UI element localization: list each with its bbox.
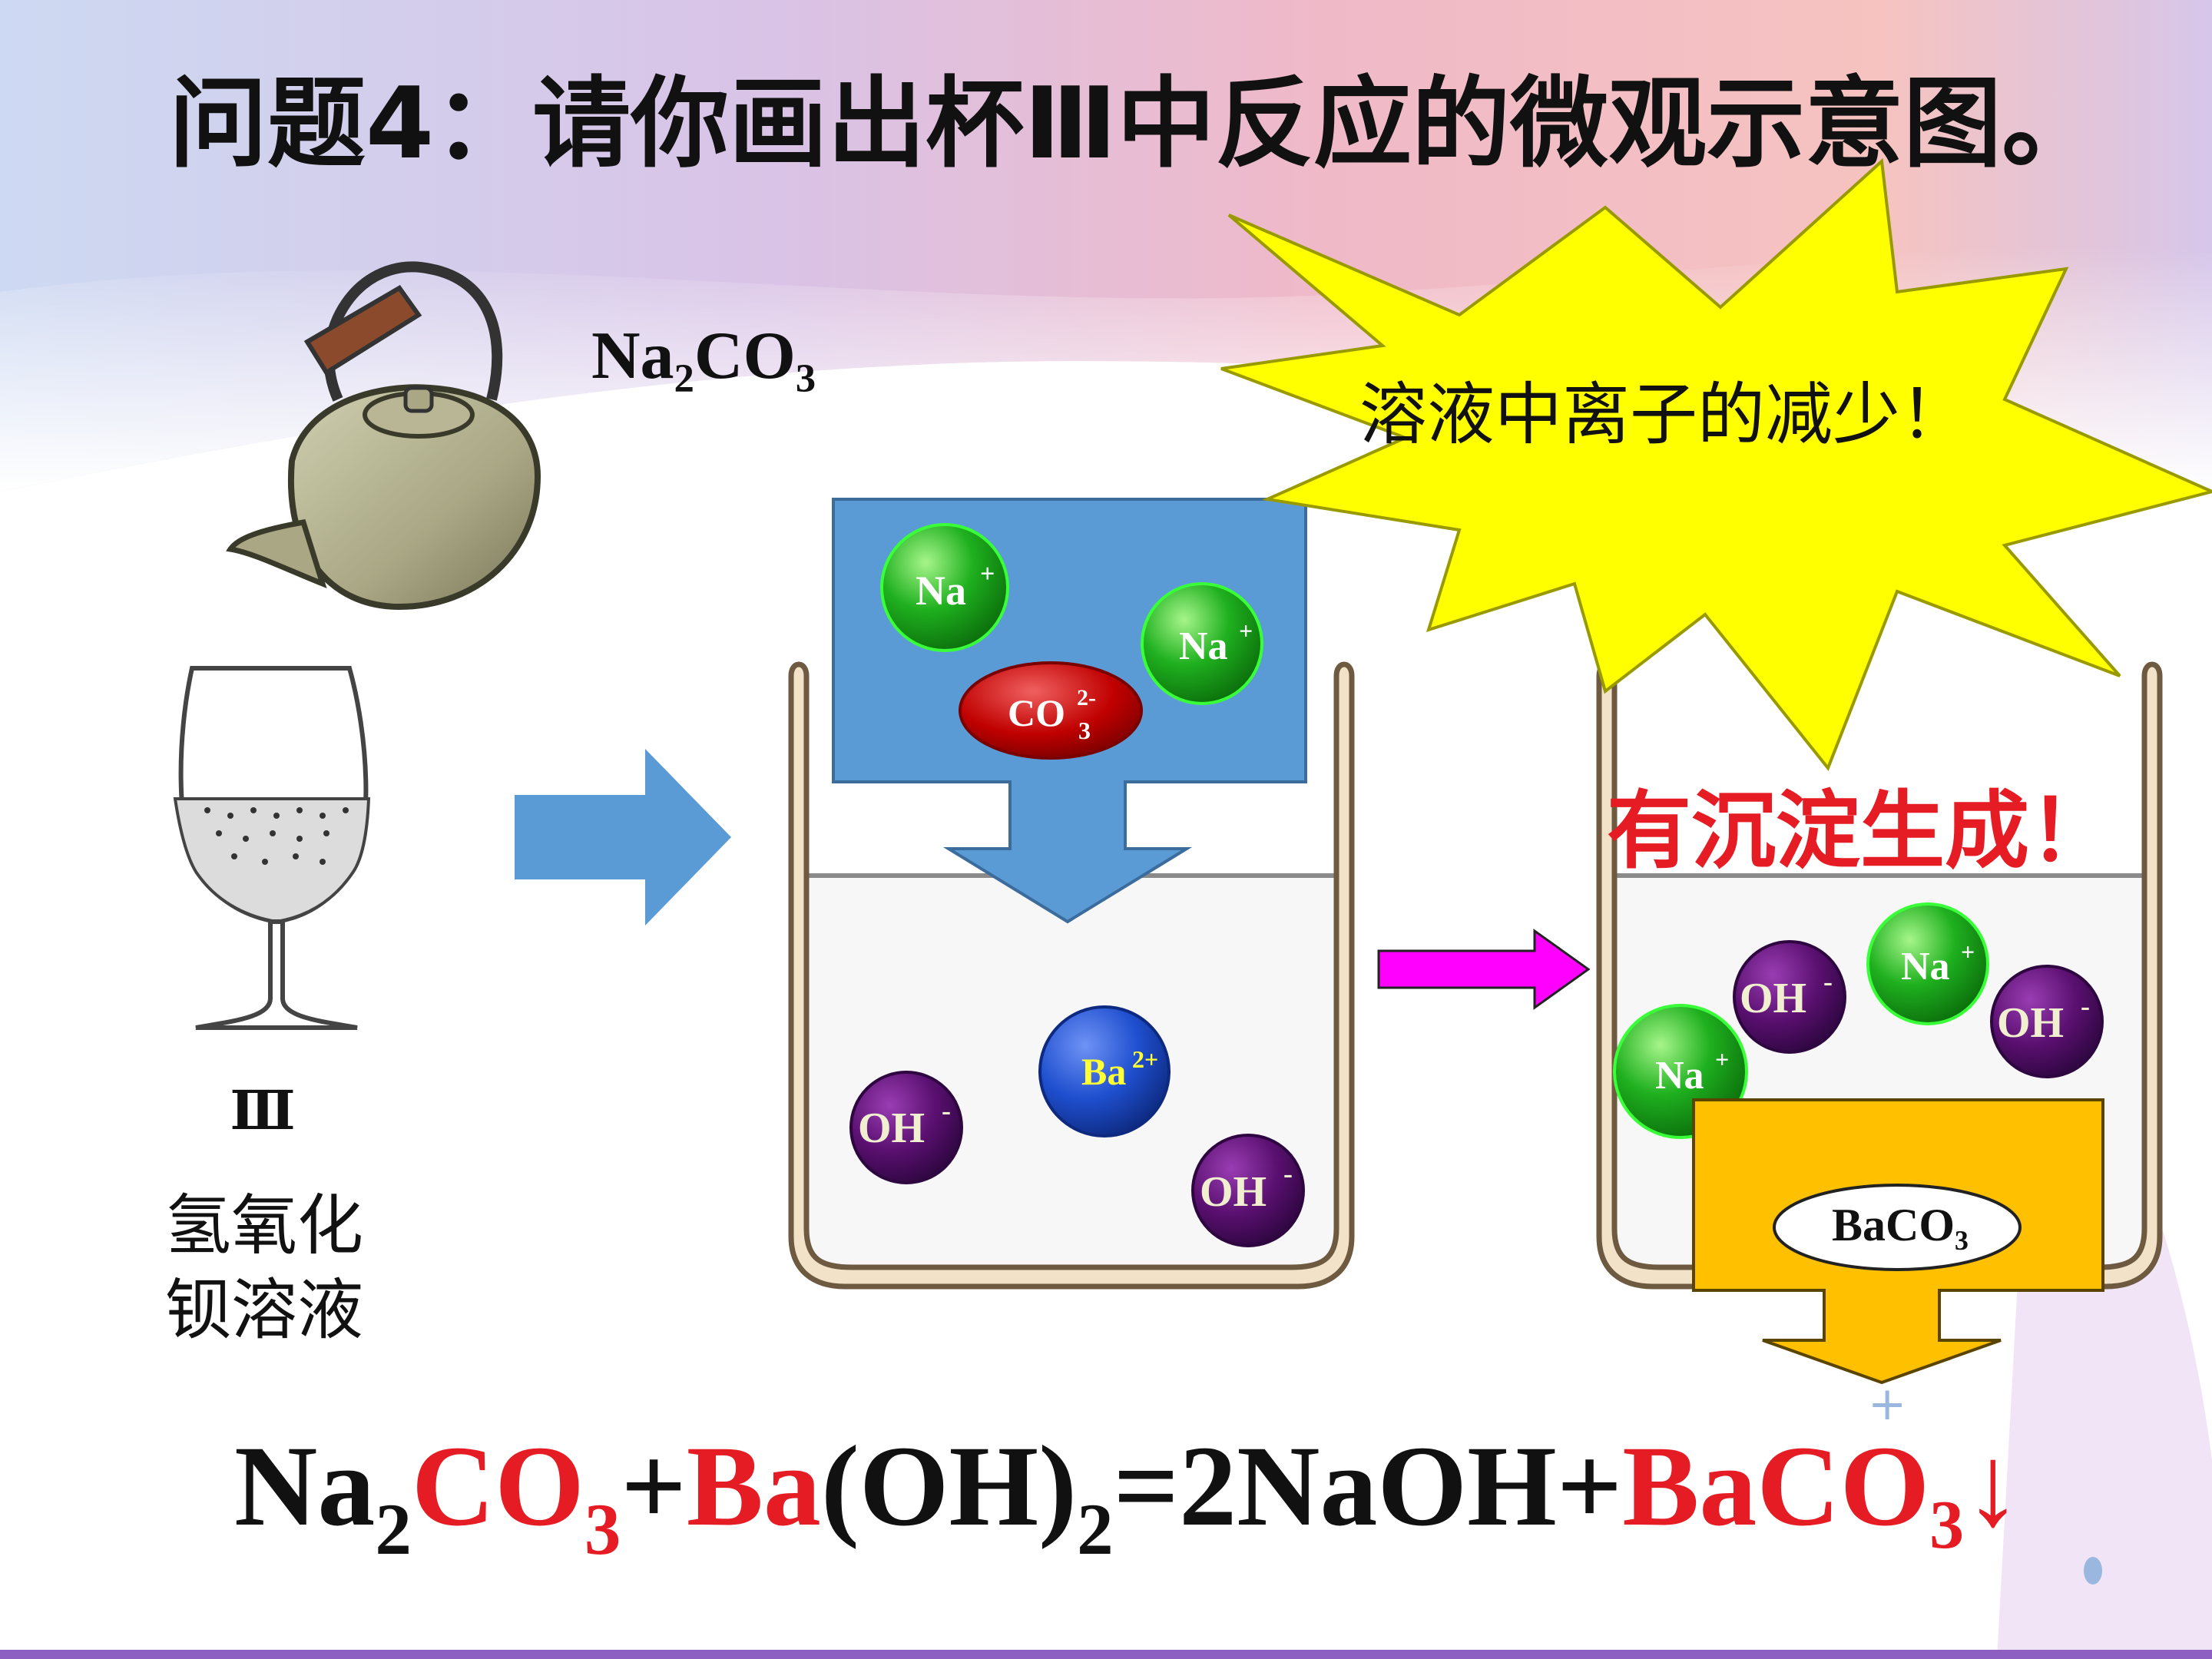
hydroxide-ion: OH -	[1733, 940, 1846, 1054]
ion-decrease-text: 溶液中离子的减少！	[1359, 375, 1968, 454]
eq-naoh: =2NaOH+	[1114, 1422, 1623, 1550]
na-ion: Na +	[1866, 902, 1989, 1025]
svg-text:-: -	[2081, 991, 2090, 1022]
right-arrow	[515, 749, 731, 926]
svg-text:Na: Na	[1179, 624, 1228, 668]
starburst-callout	[1220, 157, 2212, 771]
reagent-label: Na₂CO₃	[591, 319, 816, 393]
eq-plus: +	[621, 1422, 686, 1550]
svg-text:Na: Na	[1901, 945, 1950, 988]
hydroxide-ion: OH -	[1990, 965, 2104, 1078]
solution-label-line2: 钡溶液	[165, 1272, 363, 1349]
svg-text:-: -	[942, 1095, 951, 1126]
wine-glass-icon	[173, 666, 371, 1030]
svg-text:Na: Na	[1655, 1054, 1704, 1098]
svg-text:+: +	[980, 560, 995, 588]
hydroxide-ion: OH -	[1191, 1134, 1305, 1247]
svg-text:OH: OH	[858, 1104, 925, 1152]
bottom-bar	[0, 1650, 2212, 1659]
kettle-icon	[226, 261, 541, 611]
svg-text:+: +	[1715, 1045, 1729, 1073]
svg-text:OH: OH	[1740, 975, 1806, 1022]
svg-text:OH: OH	[1997, 999, 2064, 1047]
eq-oh: (OH)	[821, 1422, 1077, 1550]
precipitate-label: BaCO₃	[1832, 1200, 1969, 1250]
equation: Na2CO3+Ba(OH)2=2NaOH+BaCO₃↓	[234, 1422, 2022, 1570]
precipitate-forms-text: 有沉淀生成！	[1607, 782, 2114, 880]
na-ion: Na +	[1141, 582, 1263, 705]
transition-arrow	[1377, 929, 1591, 1010]
barium-ion: Ba 2+	[1038, 1005, 1171, 1137]
na-ion: Na +	[880, 523, 1009, 652]
svg-text:-: -	[1283, 1158, 1293, 1189]
solution-label-line1: 氢氧化	[165, 1187, 363, 1264]
hydroxide-ion: OH -	[849, 1071, 963, 1184]
glass-number: Ⅲ	[230, 1082, 295, 1141]
svg-text:2+: 2+	[1132, 1045, 1158, 1073]
decorative-plus-icon: +	[1868, 1377, 1906, 1431]
eq-co-sub: 3	[584, 1488, 621, 1570]
eq-co: CO	[412, 1422, 584, 1550]
svg-text:Ba: Ba	[1081, 1050, 1126, 1093]
eq-oh-sub: 2	[1077, 1488, 1114, 1570]
eq-ba: Ba	[687, 1422, 821, 1550]
svg-text:2-: 2-	[1077, 685, 1096, 710]
eq-na: Na	[234, 1422, 375, 1550]
decorative-dot-icon	[2084, 1557, 2102, 1584]
svg-text:+: +	[1239, 617, 1253, 644]
eq-na-sub: 2	[375, 1488, 412, 1570]
svg-text:Na: Na	[916, 568, 966, 614]
svg-text:OH: OH	[1200, 1168, 1267, 1216]
svg-text:-: -	[1823, 966, 1833, 997]
carbonate-ion: CO 3 2-	[959, 661, 1143, 760]
precipitate-ellipse	[1773, 1184, 2022, 1271]
svg-text:CO: CO	[1008, 691, 1065, 734]
page-title: 问题4：请你画出杯Ⅲ中反应的微观示意图。	[169, 67, 2100, 181]
eq-baco3: BaCO₃↓	[1622, 1422, 2022, 1550]
svg-text:+: +	[1961, 938, 1975, 965]
svg-text:3: 3	[1078, 717, 1091, 744]
